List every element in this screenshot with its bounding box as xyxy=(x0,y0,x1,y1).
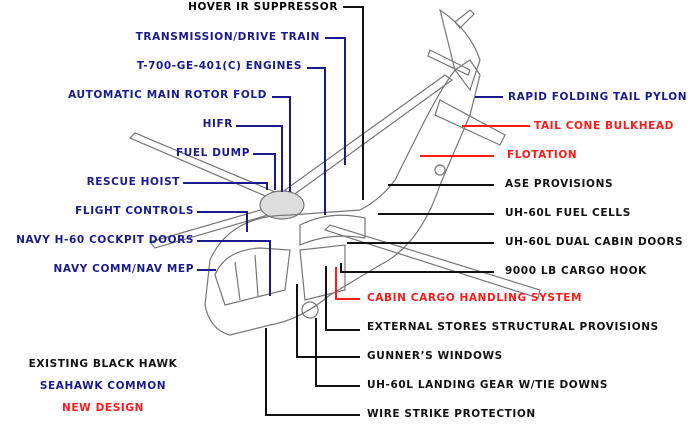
label-navy-comm-nav-mep: NAVY COMM/NAV MEP xyxy=(53,263,194,275)
label-uh60l-fuel-cells: UH-60L FUEL CELLS xyxy=(505,207,631,219)
label-uh60l-dual-cabin-doors: UH-60L DUAL CABIN DOORS xyxy=(505,236,684,248)
cabin-door xyxy=(299,244,346,301)
leader-rescue-hoist xyxy=(183,182,268,190)
rotor-blade-back xyxy=(284,74,454,197)
label-cabin-cargo-handling-system: CABIN CARGO HANDLING SYSTEM xyxy=(367,292,583,304)
leader-transmission xyxy=(325,37,346,165)
tail-pylon xyxy=(439,8,481,92)
helicopter-illustration xyxy=(128,8,541,336)
legend-existing-black-hawk: EXISTING BLACK HAWK xyxy=(28,358,178,370)
label-rescue-hoist: RESCUE HOIST xyxy=(86,176,180,188)
leader-hover-ir xyxy=(343,6,364,200)
label-navy-h60-cockpit-doors: NAVY H-60 COCKPIT DOORS xyxy=(16,234,194,246)
leader-engines xyxy=(307,67,326,215)
leader-lines xyxy=(183,6,530,416)
label-t700-engines: T-700-GE-401(C) ENGINES xyxy=(136,60,302,72)
label-fuel-dump: FUEL DUMP xyxy=(175,147,250,159)
tail-rotor-blade-1 xyxy=(427,49,471,76)
label-hover-ir-suppressor: HOVER IR SUPPRESSOR xyxy=(188,1,338,13)
label-flight-controls: FLIGHT CONTROLS xyxy=(75,205,194,217)
label-ase-provisions: ASE PROVISIONS xyxy=(505,178,614,190)
leader-rotor-fold xyxy=(272,96,291,192)
label-transmission-drive-train: TRANSMISSION/DRIVE TRAIN xyxy=(135,31,320,43)
label-flotation: FLOTATION xyxy=(507,149,578,161)
label-tail-cone-bulkhead: TAIL CONE BULKHEAD xyxy=(534,120,674,132)
cockpit-frame xyxy=(234,254,259,301)
label-automatic-main-rotor-fold: AUTOMATIC MAIN ROTOR FOLD xyxy=(68,89,267,101)
leader-gunners-windows xyxy=(296,284,360,358)
leader-cargo-handling xyxy=(335,267,360,300)
legend-seahawk-common: SEAHAWK COMMON xyxy=(39,380,167,392)
leader-wire-strike xyxy=(265,328,360,416)
leader-landing-gear xyxy=(315,318,360,387)
label-landing-gear: UH-60L LANDING GEAR W/TIE DOWNS xyxy=(367,379,609,391)
legend-new-design: NEW DESIGN xyxy=(62,402,144,414)
label-wire-strike-protection: WIRE STRIKE PROTECTION xyxy=(367,408,536,420)
leader-fuel-dump xyxy=(253,153,276,190)
cockpit-windows xyxy=(214,247,291,306)
label-cargo-hook: 9000 LB CARGO HOOK xyxy=(505,265,647,277)
leader-external-stores xyxy=(325,266,360,331)
landing-wheel xyxy=(301,301,319,319)
label-external-stores: EXTERNAL STORES STRUCTURAL PROVISIONS xyxy=(367,321,659,333)
tail-rotor-blade-2 xyxy=(454,9,475,29)
leader-cargo-hook xyxy=(340,263,494,273)
tail-wheel xyxy=(434,164,446,176)
leader-hifr xyxy=(236,125,283,192)
rotor-blade-right xyxy=(323,224,541,299)
label-hifr: HIFR xyxy=(202,118,233,130)
engine-nacelle xyxy=(299,214,366,246)
label-gunners-windows: GUNNER’S WINDOWS xyxy=(367,350,503,362)
fuselage xyxy=(204,59,481,336)
leader-flight-controls xyxy=(197,211,248,232)
leader-cockpit-doors xyxy=(197,240,271,296)
stabilator xyxy=(434,99,506,146)
label-rapid-folding-tail-pylon: RAPID FOLDING TAIL PYLON xyxy=(508,91,688,103)
